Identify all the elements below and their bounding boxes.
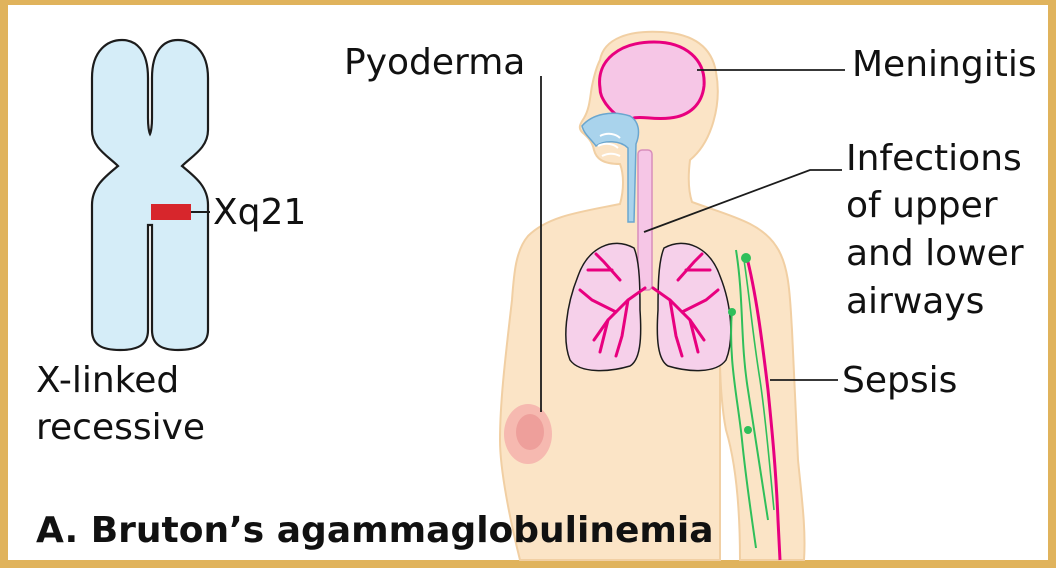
figure-title: A. Bruton’s agammaglobulinemia <box>36 510 714 551</box>
human-torso <box>500 32 805 560</box>
inheritance-label-line1: X-linked <box>36 360 179 401</box>
inheritance-label-line2: recessive <box>36 407 205 448</box>
airways-label-line3: and lower <box>846 233 1024 274</box>
airways-label-line2: of upper <box>846 185 998 226</box>
trachea <box>638 150 652 290</box>
lymph-node-2 <box>728 308 736 316</box>
airways-label-line1: Infections <box>846 138 1022 179</box>
pyoderma-patch-inner <box>516 414 544 450</box>
lymph-node-1 <box>741 253 751 263</box>
chromosome-body <box>92 40 208 350</box>
pyoderma-label: Pyoderma <box>344 42 525 83</box>
sepsis-label: Sepsis <box>842 360 957 401</box>
brain <box>600 42 705 119</box>
band-label: Xq21 <box>213 192 306 233</box>
x-chromosome <box>92 40 210 350</box>
meningitis-label: Meningitis <box>852 44 1037 85</box>
airways-label-line4: airways <box>846 281 984 322</box>
chromosome-band-xq21 <box>151 204 191 220</box>
lymph-node-3 <box>744 426 752 434</box>
